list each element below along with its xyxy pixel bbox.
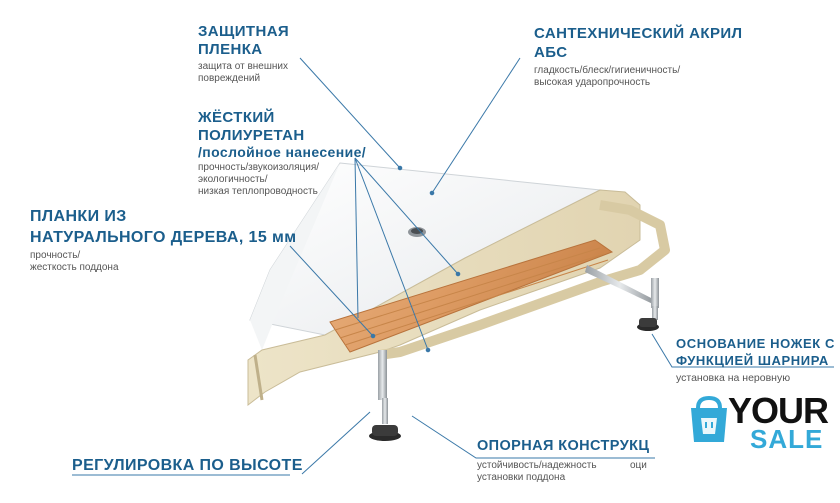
leader-polyurethane-c bbox=[354, 157, 359, 319]
wood-desc-2: жесткость поддона bbox=[30, 262, 119, 273]
protective-film-desc-2: повреждений bbox=[198, 73, 261, 84]
wood-desc-1: прочность/ bbox=[30, 250, 81, 261]
polyurethane-title-2: ПОЛИУРЕТАН bbox=[198, 127, 305, 144]
adjustable-feet bbox=[369, 318, 659, 441]
your-sale-logo: YOUR SALE bbox=[688, 392, 838, 454]
protective-film-title-2: ПЛЕНКА bbox=[198, 41, 263, 58]
leg-base-title-2: ФУНКЦИЕЙ ШАРНИРА bbox=[676, 353, 829, 368]
protective-film-desc-1: защита от внешних bbox=[198, 61, 288, 72]
acrylic-desc-1: гладкость/блеск/гигиеничность/ bbox=[534, 65, 681, 76]
support-title-1: ОПОРНАЯ КОНСТРУКЦ bbox=[477, 438, 650, 454]
polyurethane-desc-1: прочность/звукоизоляция/ bbox=[198, 162, 320, 173]
protective-film-title-1: ЗАЩИТНАЯ bbox=[198, 23, 290, 40]
logo-word-your: YOUR bbox=[728, 390, 829, 431]
leader-wood bbox=[289, 245, 374, 337]
support-frame bbox=[378, 265, 659, 424]
polyurethane-desc-3: низкая теплопроводность bbox=[198, 186, 318, 197]
polyurethane-desc-2: экологичность/ bbox=[198, 174, 268, 185]
wood-planks bbox=[329, 239, 614, 353]
leader-polyurethane-b bbox=[354, 157, 429, 351]
acrylic-desc-2: высокая ударопрочность bbox=[534, 77, 651, 88]
leader-height-adjust bbox=[301, 411, 371, 475]
acrylic-title-1: САНТЕХНИЧЕСКИЙ АКРИЛ bbox=[534, 25, 743, 42]
support-desc-1: устойчивость/надежность bbox=[477, 460, 597, 471]
leg-base-title-1: ОСНОВАНИЕ НОЖЕК С bbox=[676, 336, 836, 351]
leader-leg-base bbox=[651, 333, 834, 368]
polyurethane-title-3: /послойное нанесение/ bbox=[198, 144, 367, 160]
drain-hole bbox=[408, 227, 426, 237]
height-adjust-title: РЕГУЛИРОВКА ПО ВЫСОТЕ bbox=[72, 457, 303, 474]
leader-protective-film bbox=[299, 57, 401, 169]
acrylic-title-2: АБС bbox=[534, 44, 568, 61]
leader-support bbox=[411, 415, 655, 459]
polyurethane-title-1: ЖЁСТКИЙ bbox=[198, 109, 275, 126]
support-desc-1-tail: оци bbox=[630, 460, 647, 471]
shopping-bag-icon bbox=[691, 396, 727, 442]
wood-title-1: ПЛАНКИ ИЗ bbox=[30, 208, 127, 225]
support-desc-2: установки поддона bbox=[477, 472, 566, 483]
leader-lines bbox=[72, 57, 834, 476]
logo-word-sale: SALE bbox=[750, 424, 824, 454]
leg-base-desc-1: установка на неровную bbox=[676, 372, 791, 384]
wood-title-2: НАТУРАЛЬНОГО ДЕРЕВА, 15 мм bbox=[30, 229, 297, 246]
leader-polyurethane-a bbox=[354, 157, 459, 275]
leader-acrylic bbox=[431, 57, 521, 194]
